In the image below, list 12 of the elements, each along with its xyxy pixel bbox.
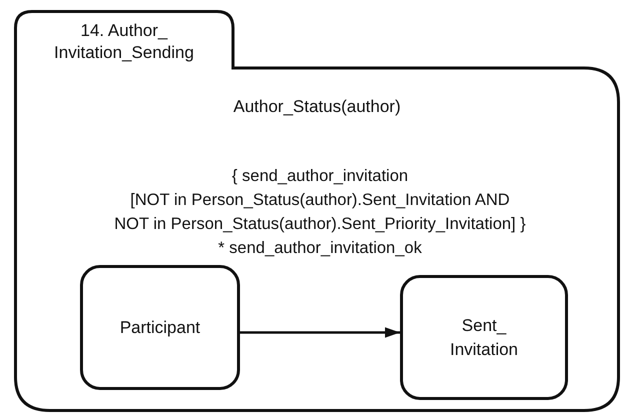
transition-label: [NOT in Person_Status(author).Sent_Invitation AND (129, 190, 511, 211)
state-name: Sent_ Invitation (448, 314, 520, 360)
transition-arrow (240, 327, 400, 338)
state-name: Participant (118, 316, 202, 338)
composite-state (14, 10, 620, 412)
state-box (400, 275, 568, 400)
transition-label: { send_author_invitation (230, 166, 410, 187)
state-name: 14. Author_ Invitation_Sending (53, 20, 195, 64)
state-name: Author_Status(author) (232, 96, 402, 118)
transition-label: NOT in Person_Status(author).Sent_Priority_Invitation] } (113, 214, 527, 235)
state-box (80, 265, 240, 390)
transition-label: * send_author_invitation_ok (217, 238, 423, 259)
